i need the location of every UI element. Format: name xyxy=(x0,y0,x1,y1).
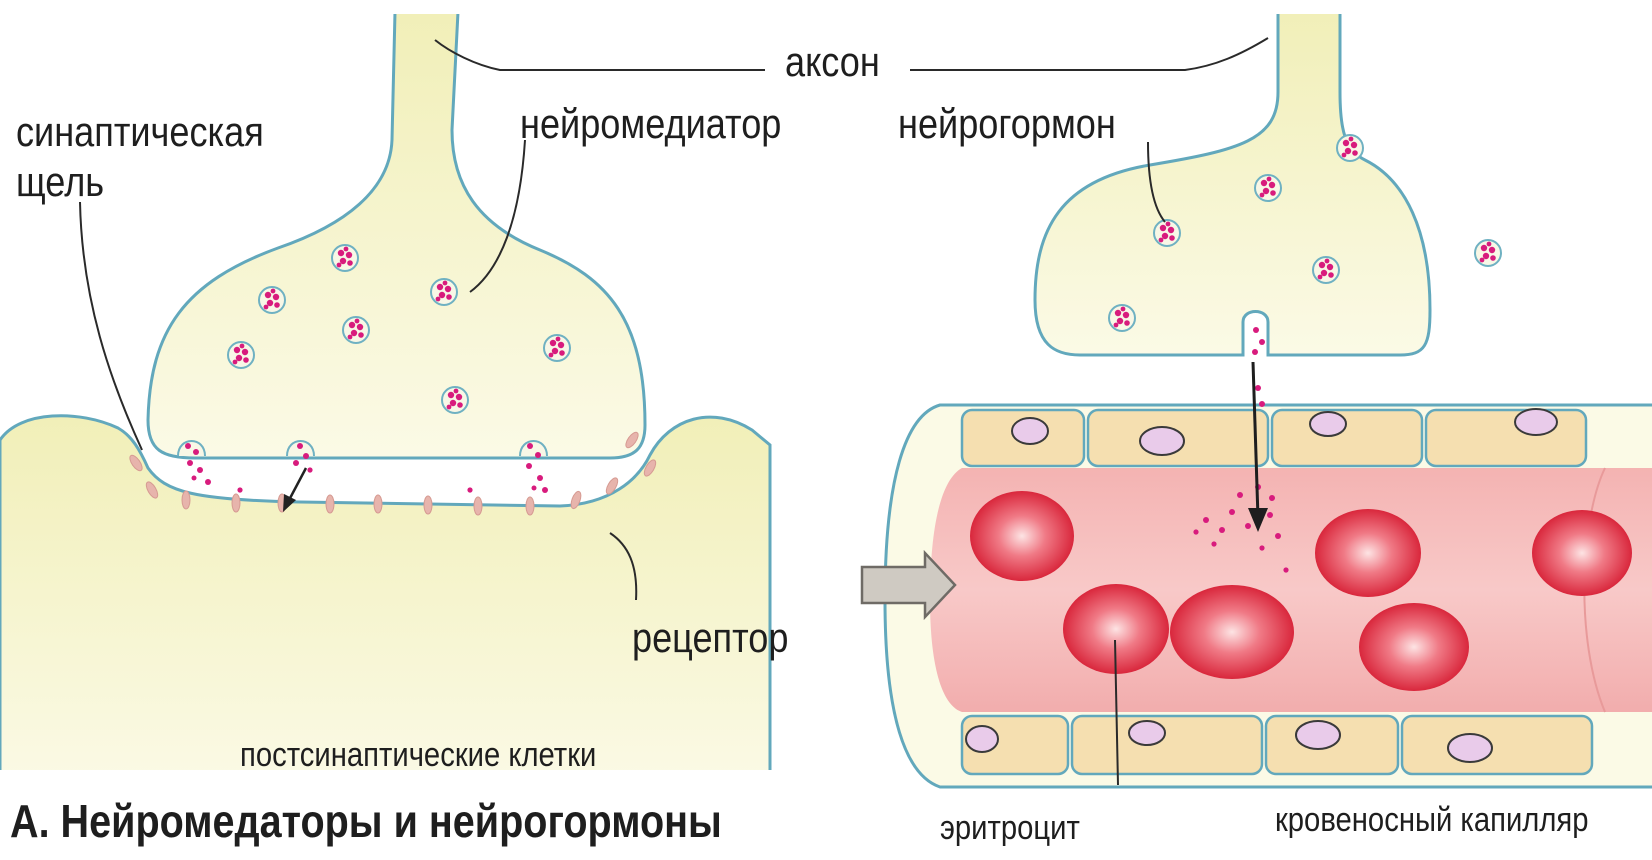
figure-caption: А. Нейромедаторы и нейрогормоны xyxy=(10,795,722,847)
label-neurohormone: нейрогормон xyxy=(898,100,1116,148)
endothelial-cells-top xyxy=(962,410,1586,466)
label-receptor: рецептор xyxy=(632,614,788,662)
diffusion-arrow xyxy=(288,468,306,502)
label-synaptic-cleft-line1: синаптическая xyxy=(16,108,264,156)
label-axon: аксон xyxy=(785,38,880,86)
endothelial-cells-bottom xyxy=(962,716,1592,774)
neurosecretory-terminal xyxy=(1035,12,1430,355)
label-erythrocyte: эритроцит xyxy=(940,808,1080,848)
presynaptic-terminal xyxy=(148,12,645,458)
postsynaptic-cell xyxy=(0,416,770,790)
label-postsynaptic-cells: постсинаптические клетки xyxy=(240,735,596,775)
label-blood-capillary: кровеносный капилляр xyxy=(1275,800,1589,840)
label-neurotransmitter: нейромедиатор xyxy=(520,100,781,148)
label-synaptic-cleft-line2: щель xyxy=(16,158,104,206)
